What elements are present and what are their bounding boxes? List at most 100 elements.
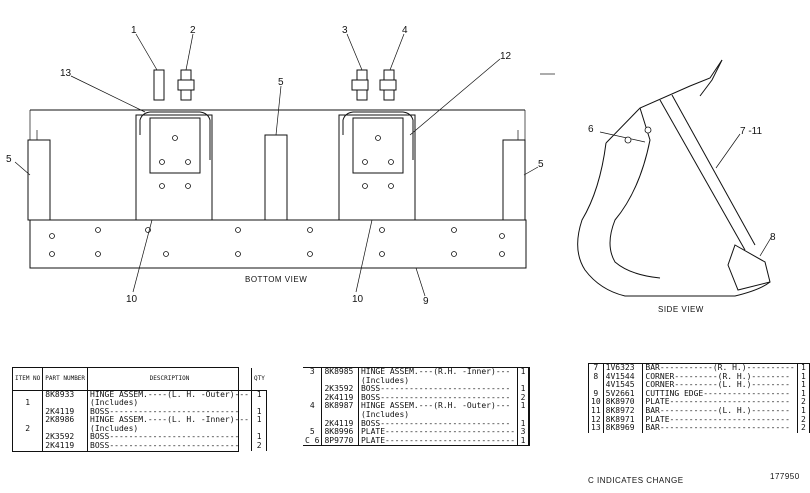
- side-view-caption: SIDE VIEW: [658, 305, 704, 314]
- part-number: 1V6323: [603, 363, 644, 373]
- qty: [251, 424, 268, 434]
- item-no: 5: [303, 428, 323, 437]
- qty: 1: [251, 416, 268, 425]
- callout-5-left: 5: [6, 154, 12, 165]
- end-plate-right: [502, 139, 526, 221]
- item-no: 7: [589, 363, 604, 373]
- callout-5-right: 5: [538, 159, 544, 170]
- qty: 2: [797, 424, 810, 433]
- part-number: 2K4119: [42, 441, 89, 451]
- description: HINGE ASSEM.---(R.H. -Inner)---: [358, 367, 519, 377]
- item-no: [303, 376, 323, 386]
- item-no: [303, 410, 323, 420]
- part-number: 8K8970: [603, 398, 644, 407]
- part-number: 2K4119: [321, 419, 359, 429]
- item-no: [13, 390, 44, 400]
- part-number: [42, 399, 89, 408]
- part-number: 8K8971: [603, 415, 644, 425]
- item-no: 13: [589, 424, 604, 433]
- bucket-bottom-view: [27, 69, 527, 269]
- qty: [517, 410, 529, 420]
- part-number: 8K8985: [321, 367, 359, 377]
- description: BOSS---------------------------: [87, 441, 252, 451]
- callout-10-left: 10: [126, 294, 138, 305]
- callout-13: 13: [60, 68, 72, 79]
- description: PLATE-------------------------: [642, 398, 798, 407]
- leader-lines: [14, 33, 539, 297]
- callout-6: 6: [588, 124, 594, 135]
- end-plate-left: [27, 139, 51, 221]
- drawing-code: 177950: [770, 472, 800, 481]
- item-no: [303, 385, 323, 394]
- change-note: C INDICATES CHANGE: [588, 476, 684, 485]
- qty: 1: [517, 367, 529, 377]
- parts-table-1: ITEM NO PART NUMBER DESCRIPTION QTY 8K89…: [12, 367, 268, 452]
- item-no: [303, 419, 323, 429]
- description: BOSS---------------------------: [87, 433, 252, 443]
- hinge-block-right: [352, 117, 404, 174]
- description: HINGE ASSEM.---(R.H. -Outer)---: [358, 402, 519, 411]
- qty: 1: [797, 406, 810, 416]
- description: BAR------------(L. H.)--------: [642, 406, 798, 416]
- hinge-bracket-right: [342, 111, 414, 160]
- center-plate: [264, 134, 288, 221]
- callout-1: 1: [131, 25, 137, 36]
- qty: 1: [251, 390, 268, 400]
- item-no: [13, 407, 44, 417]
- callout-9: 9: [423, 296, 429, 307]
- item-no: 10: [589, 398, 604, 407]
- part-number: 8K8933: [42, 390, 89, 400]
- item-no: [13, 433, 44, 443]
- cutting-edge: [29, 219, 527, 269]
- qty: 1: [517, 436, 529, 446]
- description: (Includes): [358, 410, 519, 420]
- boss-2: [177, 79, 195, 91]
- description: PLATE-------------------------: [642, 415, 798, 425]
- table-row: 2(Includes): [13, 424, 268, 434]
- qty: 1: [797, 372, 810, 382]
- item-no: 2: [13, 424, 44, 434]
- qty: 1: [797, 363, 810, 373]
- description: HINGE ASSEM.----(L. H. -Inner)---: [87, 416, 252, 425]
- part-number: 2K3592: [42, 433, 89, 443]
- qty: 1: [517, 385, 529, 394]
- callout-4: 4: [402, 25, 408, 36]
- callout-8: 8: [770, 232, 776, 243]
- description: (Includes): [358, 376, 519, 386]
- qty: 1: [797, 389, 810, 399]
- callout-5-center: 5: [278, 77, 284, 88]
- description: BOSS---------------------------: [358, 393, 519, 403]
- hinge-block-left: [149, 117, 201, 174]
- part-number: 2K4119: [321, 393, 359, 403]
- description: BOSS---------------------------: [358, 419, 519, 429]
- part-number: 4V1544: [603, 372, 644, 382]
- callout-12: 12: [500, 51, 512, 62]
- table-row: 1(Includes): [13, 398, 268, 408]
- qty: 1: [797, 381, 810, 390]
- part-number: [321, 410, 359, 420]
- description: CORNER---------(L. H.)--------: [642, 381, 798, 390]
- bottom-view-caption: BOTTOM VIEW: [245, 275, 307, 284]
- description: PLATE---------------------------: [358, 428, 519, 437]
- description: BAR---------------------------: [642, 424, 798, 433]
- callout-10-right: 10: [352, 294, 364, 305]
- part-number: [321, 376, 359, 386]
- item-no: 12: [589, 415, 604, 425]
- qty: [251, 399, 268, 408]
